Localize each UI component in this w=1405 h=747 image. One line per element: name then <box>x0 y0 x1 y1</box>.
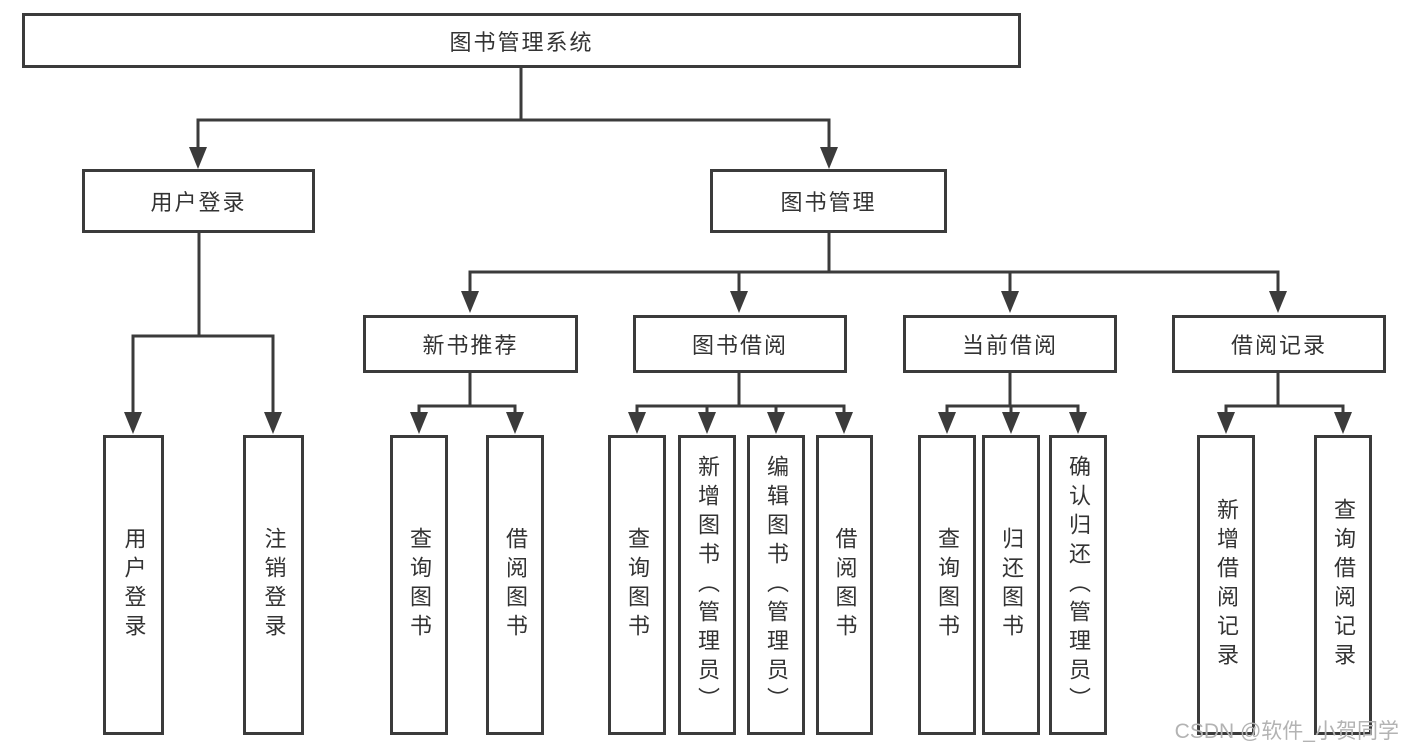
leaf-confirm-return-admin-label: 确认归还（管理员） <box>1066 454 1091 716</box>
leaf-add-borrow-record: 新增借阅记录 <box>1197 435 1255 735</box>
leaf-rec-query-books-label: 查询图书 <box>407 527 432 643</box>
connector-current-borrow-to-leaves <box>938 371 1087 434</box>
leaf-query-borrow-record-label: 查询借阅记录 <box>1331 498 1356 672</box>
arrowhead-icon <box>1269 291 1287 313</box>
arrowhead-icon <box>835 412 853 434</box>
connector-book-mgmt-to-level3 <box>461 231 1287 313</box>
node-current-borrow: 当前借阅 <box>903 315 1117 373</box>
arrowhead-icon <box>1001 291 1019 313</box>
arrowhead-icon <box>461 291 479 313</box>
node-book-mgmt: 图书管理 <box>710 169 947 233</box>
node-book-mgmt-label: 图书管理 <box>780 190 877 215</box>
arrowhead-icon <box>730 291 748 313</box>
node-root-label: 图书管理系统 <box>449 29 594 55</box>
node-current-borrow-label: 当前借阅 <box>961 333 1058 358</box>
leaf-add-books-admin-label: 新增图书（管理员） <box>695 454 720 716</box>
arrowhead-icon <box>506 412 524 434</box>
arrowhead-icon <box>1002 412 1020 434</box>
node-new-book-rec-label: 新书推荐 <box>422 333 519 358</box>
node-book-borrow-label: 图书借阅 <box>691 333 788 358</box>
leaf-rec-borrow-books: 借阅图书 <box>486 435 544 735</box>
leaf-edit-books-admin: 编辑图书（管理员） <box>747 435 805 735</box>
arrowhead-icon <box>820 147 838 169</box>
watermark: CSDN @软件_小贺同学 <box>1174 720 1399 743</box>
arrowhead-icon <box>264 412 282 434</box>
leaf-borrow-books: 借阅图书 <box>816 435 873 735</box>
leaf-return-books-label: 归还图书 <box>999 527 1024 643</box>
arrowhead-icon <box>698 412 716 434</box>
connector-user-login-to-leaves <box>124 231 282 434</box>
leaf-current-query-books-label: 查询图书 <box>935 527 960 643</box>
node-borrow-record: 借阅记录 <box>1172 315 1386 373</box>
arrowhead-icon <box>1217 412 1235 434</box>
leaf-query-borrow-record: 查询借阅记录 <box>1314 435 1372 735</box>
leaf-user-login-label: 用户登录 <box>121 527 147 643</box>
node-user-login-label: 用户登录 <box>150 190 247 215</box>
arrowhead-icon <box>938 412 956 434</box>
node-user-login: 用户登录 <box>82 169 315 233</box>
leaf-current-query-books: 查询图书 <box>918 435 976 735</box>
connector-book-borrow-to-leaves <box>628 371 853 434</box>
leaf-add-borrow-record-label: 新增借阅记录 <box>1214 498 1239 672</box>
connector-borrow-record-to-leaves <box>1217 371 1352 434</box>
node-book-borrow: 图书借阅 <box>633 315 847 373</box>
leaf-rec-borrow-books-label: 借阅图书 <box>503 527 528 643</box>
connector-new-book-rec-to-leaves <box>410 371 524 434</box>
leaf-borrow-query-books: 查询图书 <box>608 435 666 735</box>
arrowhead-icon <box>1069 412 1087 434</box>
leaf-add-books-admin: 新增图书（管理员） <box>678 435 736 735</box>
leaf-edit-books-admin-label: 编辑图书（管理员） <box>764 454 789 716</box>
leaf-rec-query-books: 查询图书 <box>390 435 448 735</box>
arrowhead-icon <box>767 412 785 434</box>
connector-root-to-level2 <box>189 66 838 169</box>
leaf-return-books: 归还图书 <box>982 435 1040 735</box>
node-root: 图书管理系统 <box>22 13 1021 68</box>
arrowhead-icon <box>410 412 428 434</box>
leaf-logout-label: 注销登录 <box>261 527 287 643</box>
arrowhead-icon <box>1334 412 1352 434</box>
leaf-borrow-query-books-label: 查询图书 <box>625 527 650 643</box>
leaf-borrow-books-label: 借阅图书 <box>832 527 858 643</box>
leaf-confirm-return-admin: 确认归还（管理员） <box>1049 435 1107 735</box>
leaf-logout: 注销登录 <box>243 435 304 735</box>
node-borrow-record-label: 借阅记录 <box>1230 333 1327 358</box>
arrowhead-icon <box>189 147 207 169</box>
arrowhead-icon <box>124 412 142 434</box>
arrowhead-icon <box>628 412 646 434</box>
node-new-book-rec: 新书推荐 <box>363 315 578 373</box>
leaf-user-login: 用户登录 <box>103 435 164 735</box>
